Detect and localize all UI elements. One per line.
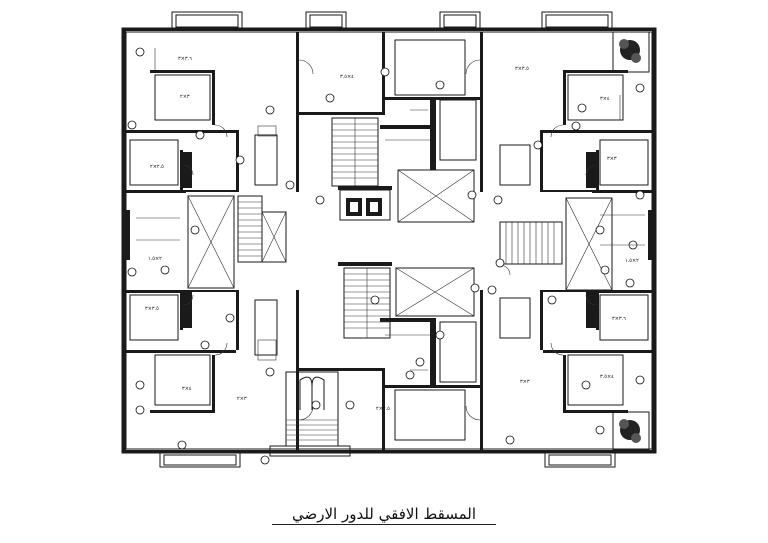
room-tag: ٣×٣ xyxy=(607,156,617,162)
room-tag: ٢×١.٥ xyxy=(148,256,162,262)
room-tag: ٢×١.٥ xyxy=(625,258,639,264)
room-tag: ٣.٦×٣ xyxy=(178,56,192,62)
room-tag: ٣.٦×٣ xyxy=(612,316,626,322)
room-tag: ٢.٥×٢ xyxy=(150,164,164,170)
room-tag: ٤×٣ xyxy=(600,96,610,102)
door-swings xyxy=(182,59,597,421)
room-tag: ٣.٥×٣ xyxy=(145,306,159,312)
room-tag: ٤×٣.٥ xyxy=(340,74,354,80)
structural-columns xyxy=(122,100,656,388)
central-core xyxy=(187,117,613,339)
column-markers xyxy=(127,47,645,465)
room-tag: ٣×٢ xyxy=(180,94,190,100)
detail-lines xyxy=(136,48,645,371)
bottom-balconies xyxy=(159,445,616,468)
outer-walls xyxy=(121,27,657,454)
room-tag: ٤×٣ xyxy=(182,386,192,392)
title-underline xyxy=(272,524,496,525)
top-balconies xyxy=(171,11,613,31)
drawing-title: المسقط الافقي للدور الارضي xyxy=(291,505,476,523)
planter-boxes xyxy=(612,31,650,451)
horizontal-walls xyxy=(126,70,652,413)
room-tag: ٣.٥×٣ xyxy=(515,66,529,72)
room-tag: ٢.٥×٢ xyxy=(376,406,390,412)
room-tag: ٣×٢ xyxy=(237,396,247,402)
fixtures xyxy=(129,39,649,441)
room-tag: ٣×٣ xyxy=(520,379,530,385)
room-tags: ٣.٦×٣ ٣×٢ ٤×٣.٥ ٣.٥×٣ ٢.٥×٢ ٤×٣ ٣×٣ ٢×١.… xyxy=(145,56,639,412)
main-entrance xyxy=(285,371,339,447)
room-tag: ٤×٣.٥ xyxy=(600,374,614,380)
